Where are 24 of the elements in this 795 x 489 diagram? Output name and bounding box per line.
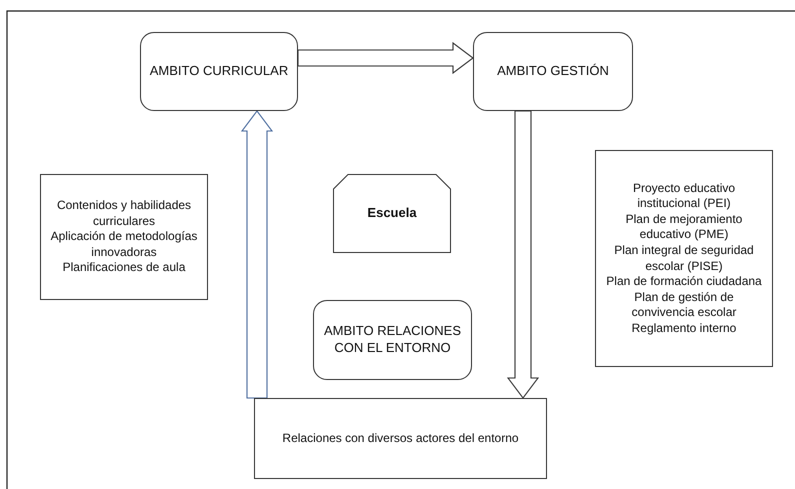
scope-box xyxy=(473,32,633,111)
description-box xyxy=(254,398,547,479)
list-item: Plan integral de seguridad escolar (PISE) xyxy=(613,242,755,274)
list-item: Plan de gestión de convivencia escolar xyxy=(630,290,738,321)
scope-title: AMBITO GESTIÓN xyxy=(497,63,609,80)
list-box xyxy=(595,150,773,367)
block-arrow xyxy=(297,42,474,74)
list-item: Plan de formación ciudadana xyxy=(606,274,762,290)
scope-box xyxy=(313,300,472,380)
description-text: Relaciones con diversos actores del entorno xyxy=(282,430,519,446)
scope-title: AMBITO RELACIONES CON EL ENTORNO xyxy=(322,323,462,357)
list-item: Plan de mejoramiento educativo (PME) xyxy=(624,212,744,243)
school-box xyxy=(333,174,451,253)
list-box xyxy=(40,174,208,300)
block-arrow xyxy=(506,110,540,399)
list-item: Aplicación de metodologías innovadoras xyxy=(50,229,198,260)
scope-title: AMBITO CURRICULAR xyxy=(150,63,288,80)
block-arrow xyxy=(240,110,274,399)
list-item: Contenidos y habilidades curriculares xyxy=(56,198,192,230)
list-item: Reglamento interno xyxy=(632,320,736,336)
list-item: Proyecto educativo institucional (PEI) xyxy=(632,180,736,212)
scope-box xyxy=(140,32,298,111)
list-item: Planificaciones de aula xyxy=(62,260,186,276)
school-label: Escuela xyxy=(367,205,417,222)
